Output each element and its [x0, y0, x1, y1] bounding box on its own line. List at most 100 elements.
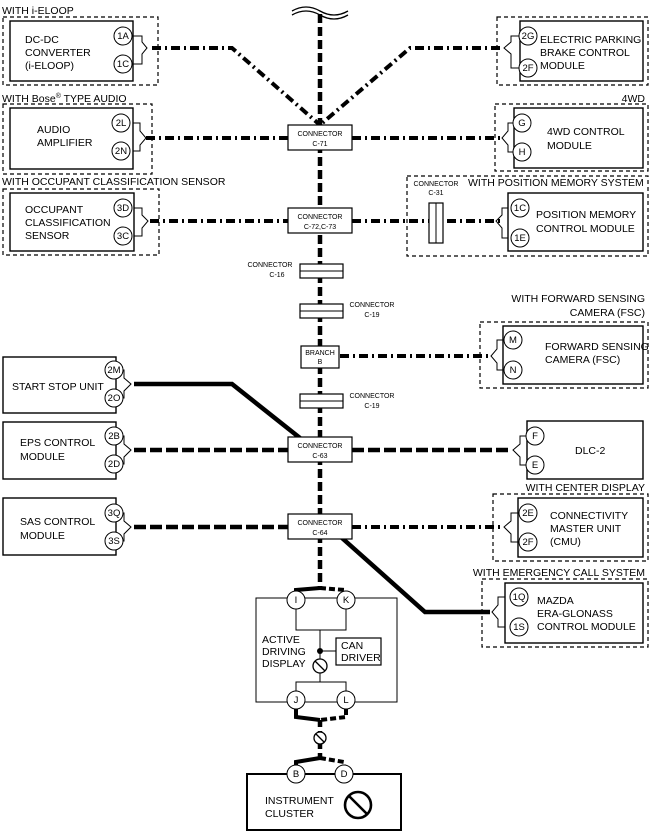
svg-text:MASTER UNIT: MASTER UNIT: [550, 523, 622, 535]
svg-text:H: H: [519, 147, 526, 158]
svg-text:POSITION MEMORY: POSITION MEMORY: [536, 209, 636, 221]
dlc-2-connector-module: DLC-2 F E: [512, 420, 644, 480]
svg-text:F: F: [532, 431, 538, 442]
svg-text:1A: 1A: [117, 31, 129, 42]
svg-text:CONNECTOR: CONNECTOR: [298, 520, 343, 527]
svg-text:J: J: [294, 695, 299, 706]
sas-control-module: SAS CONTROL MODULE 3Q 3S: [2, 497, 132, 556]
svg-text:INSTRUMENT: INSTRUMENT: [265, 795, 334, 807]
svg-text:2E: 2E: [522, 508, 534, 519]
svg-text:BRANCH: BRANCH: [305, 350, 335, 357]
svg-text:CAN: CAN: [341, 640, 363, 652]
svg-text:DC-DC: DC-DC: [25, 34, 59, 46]
wire-break-mark: [291, 6, 349, 16]
svg-text:C-72,C-73: C-72,C-73: [304, 224, 336, 231]
svg-text:3Q: 3Q: [108, 508, 121, 519]
wire-break-mark: [291, 10, 349, 20]
svg-text:1S: 1S: [513, 622, 525, 633]
svg-text:K: K: [343, 595, 350, 606]
svg-text:C-63: C-63: [312, 453, 327, 460]
svg-text:1C: 1C: [117, 59, 129, 70]
group-label-position-memory: WITH POSITION MEMORY SYSTEM: [468, 177, 644, 189]
connector-c-19-upper: CONNECTOR C-19: [299, 302, 394, 319]
connector-c-19-lower: CONNECTOR C-19: [299, 393, 395, 410]
svg-text:EPS CONTROL: EPS CONTROL: [20, 437, 95, 449]
group-label-fsc-2: CAMERA (FSC): [570, 307, 645, 319]
no-terminating-resistor-icon: [313, 731, 327, 745]
svg-text:(i-ELOOP): (i-ELOOP): [25, 60, 74, 72]
position-memory-control-module: POSITION MEMORY CONTROL MODULE 1C 1E: [406, 175, 649, 257]
svg-text:AUDIO: AUDIO: [37, 124, 70, 136]
no-terminating-resistor-icon: [312, 658, 328, 674]
svg-text:ACTIVE: ACTIVE: [262, 634, 300, 646]
group-label-emergency-call: WITH EMERGENCY CALL SYSTEM: [473, 567, 645, 579]
svg-text:CONNECTOR: CONNECTOR: [414, 181, 459, 188]
svg-text:DISPLAY: DISPLAY: [262, 658, 306, 670]
svg-text:CONNECTOR: CONNECTOR: [298, 131, 343, 138]
group-label-4wd: 4WD: [622, 93, 646, 105]
svg-text:SAS CONTROL: SAS CONTROL: [20, 516, 95, 528]
svg-text:1C: 1C: [514, 203, 526, 214]
group-label-i-eloop: WITH i-ELOOP: [2, 5, 74, 17]
svg-text:MODULE: MODULE: [20, 451, 65, 463]
electric-parking-brake-module: ELECTRIC PARKING BRAKE CONTROL MODULE 2G…: [496, 16, 649, 86]
bus-wires: [134, 14, 511, 758]
svg-text:OCCUPANT: OCCUPANT: [25, 204, 84, 216]
svg-text:DLC-2: DLC-2: [575, 445, 606, 457]
svg-text:C-16: C-16: [269, 272, 284, 279]
audio-amplifier-module: AUDIO AMPLIFIER 2L 2N: [2, 103, 153, 175]
no-terminating-resistor-icon: [343, 790, 373, 820]
start-stop-unit-module: START STOP UNIT 2M 2O: [2, 356, 132, 414]
svg-text:MODULE: MODULE: [20, 530, 65, 542]
svg-text:MAZDA: MAZDA: [537, 595, 574, 607]
svg-text:B: B: [318, 359, 323, 366]
svg-text:E: E: [532, 460, 538, 471]
svg-text:C-19: C-19: [364, 312, 379, 319]
connector-c-72-c-73: CONNECTOR C-72,C-73: [287, 207, 353, 234]
svg-text:MODULE: MODULE: [547, 140, 592, 152]
svg-text:CLASSIFICATION: CLASSIFICATION: [25, 217, 111, 229]
connector-c-71: CONNECTOR C-71: [287, 124, 353, 151]
svg-text:CONNECTIVITY: CONNECTIVITY: [550, 510, 628, 522]
dc-dc-converter-module: DC-DC CONVERTER (i-ELOOP) 1A 1C: [2, 16, 159, 86]
svg-text:BRAKE CONTROL: BRAKE CONTROL: [540, 47, 630, 59]
connector-c-16: CONNECTOR C-16: [248, 262, 344, 279]
svg-text:I: I: [295, 595, 298, 606]
svg-text:L: L: [343, 695, 348, 706]
connector-c-31: CONNECTOR C-31: [414, 181, 459, 244]
svg-text:CONTROL MODULE: CONTROL MODULE: [536, 223, 635, 235]
svg-text:CONVERTER: CONVERTER: [25, 47, 91, 59]
svg-text:CONTROL MODULE: CONTROL MODULE: [537, 621, 636, 633]
active-driving-display-module: CAN DRIVER ACTIVE DRIVING DISPLAY I K J …: [255, 586, 398, 722]
svg-text:AMPLIFIER: AMPLIFIER: [37, 137, 93, 149]
svg-text:CONNECTOR: CONNECTOR: [350, 393, 395, 400]
svg-text:C-19: C-19: [364, 403, 379, 410]
svg-text:CONNECTOR: CONNECTOR: [298, 443, 343, 450]
svg-text:D: D: [341, 769, 348, 780]
svg-text:MODULE: MODULE: [540, 60, 585, 72]
svg-text:3D: 3D: [117, 203, 129, 214]
branch-b: BRANCH B: [300, 345, 340, 369]
svg-text:2N: 2N: [115, 146, 127, 157]
svg-text:C-31: C-31: [428, 190, 443, 197]
svg-text:2D: 2D: [108, 459, 120, 470]
svg-text:2B: 2B: [108, 431, 120, 442]
svg-text:G: G: [518, 118, 525, 129]
svg-text:M: M: [509, 335, 517, 346]
svg-text:2O: 2O: [108, 393, 121, 404]
connector-c-63: CONNECTOR C-63: [287, 436, 353, 463]
svg-text:2G: 2G: [522, 31, 535, 42]
svg-text:2M: 2M: [107, 365, 120, 376]
svg-text:CAMERA (FSC): CAMERA (FSC): [545, 354, 620, 366]
forward-sensing-camera-module: FORWARD SENSING CAMERA (FSC) M N: [479, 321, 649, 389]
svg-text:ERA-GLONASS: ERA-GLONASS: [537, 608, 613, 620]
4wd-control-module: 4WD CONTROL MODULE G H: [494, 103, 649, 172]
svg-text:C-64: C-64: [312, 530, 327, 537]
era-glonass-control-module: MAZDA ERA-GLONASS CONTROL MODULE 1Q 1S: [481, 578, 649, 648]
svg-text:B: B: [293, 769, 299, 780]
svg-text:FORWARD SENSING: FORWARD SENSING: [545, 341, 649, 353]
svg-text:CLUSTER: CLUSTER: [265, 808, 314, 820]
svg-text:C-71: C-71: [312, 141, 327, 148]
svg-text:2F: 2F: [522, 63, 533, 74]
group-label-center-display: WITH CENTER DISPLAY: [526, 482, 645, 494]
